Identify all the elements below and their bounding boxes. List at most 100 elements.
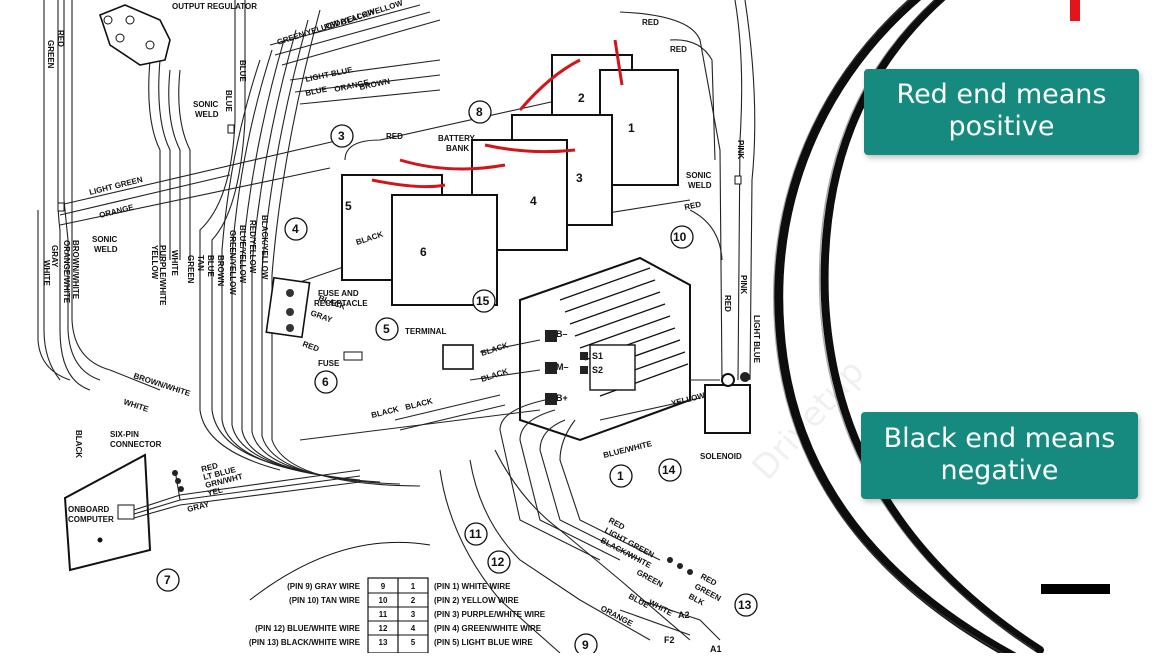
pin-table-b-2: 3 xyxy=(411,610,416,619)
pin-table-right-3: (PIN 4) GREEN/WHITE WIRE xyxy=(434,624,542,633)
callout-7: 7 xyxy=(164,573,171,587)
wire-label-pink: PINK xyxy=(736,140,745,159)
callout-5: 5 xyxy=(383,322,390,336)
battery-number-1: 1 xyxy=(628,121,635,135)
left-wire-bundle xyxy=(37,0,161,391)
callout-9: 9 xyxy=(582,638,589,652)
six-pin-label-line2: CONNECTOR xyxy=(110,440,162,449)
controller-wires xyxy=(299,339,720,654)
wire-label-green-mid: GREEN xyxy=(186,255,195,284)
sonic-weld-left-line1: SONIC xyxy=(92,235,118,244)
callout-12: 12 xyxy=(491,555,505,569)
sonic-weld-right-line2: WELD xyxy=(688,181,712,190)
callout-15: 15 xyxy=(476,294,490,308)
wire-label-red-top: RED xyxy=(386,132,403,141)
onboard-computer: SIX-PIN CONNECTOR ONBOARD COMPUTER xyxy=(63,430,361,572)
pin-table-left-4: (PIN 13) BLACK/WHITE WIRE xyxy=(249,638,361,647)
terminal-s2: S2 xyxy=(592,365,603,375)
sonic-weld-labels: SONIC WELD SONIC WELD SONIC WELD xyxy=(57,100,742,254)
wire-label-blue-top: BLUE xyxy=(238,60,247,82)
wire-label-blue-bottom: BLUE xyxy=(627,592,651,610)
wire-label-green-bottom: GREEN xyxy=(635,568,665,589)
wire-label-green-yellow-2: GREEN/YELLOW xyxy=(228,230,237,295)
wire-label-gray-six: GRAY xyxy=(186,500,211,514)
callout-negative: Black end means negative xyxy=(861,412,1138,499)
wire-label-blue-mid: BLUE xyxy=(206,255,215,277)
wire-label-black-yellow-2: BLACK/YELLOW xyxy=(260,215,269,280)
terminal-label: TERMINAL xyxy=(405,327,446,336)
pin-table-a-4: 13 xyxy=(379,638,388,647)
sonic-weld-top-line2: WELD xyxy=(195,110,219,119)
callout-10: 10 xyxy=(673,230,687,244)
pin-table-a-0: 9 xyxy=(381,582,386,591)
wire-label-black-left: BLACK xyxy=(74,430,83,458)
callout-11: 11 xyxy=(469,527,482,541)
fuse-receptacle-label-line1: FUSE AND xyxy=(318,289,359,298)
wire-label-green-left: GREEN xyxy=(46,40,55,69)
terminal: TERMINAL xyxy=(405,327,474,370)
wire-label-red-left: RED xyxy=(56,30,65,47)
wire-label-white-mid: WHITE xyxy=(170,250,179,276)
pin-table-b-1: 2 xyxy=(411,596,416,605)
minus-mark xyxy=(1041,584,1110,594)
pin-table-b-3: 4 xyxy=(411,624,416,633)
pin-table-left-3: (PIN 12) BLUE/WHITE WIRE xyxy=(255,624,361,633)
callout-14: 14 xyxy=(662,463,676,477)
fuse-and-receptacle: FUSE AND RECEPTACLE xyxy=(265,276,368,339)
wire-label-black-yellow: BLACK/YELLOW xyxy=(340,0,404,27)
wire-label-orange-white: ORANGE/WHITE xyxy=(62,240,71,304)
wire-label-gray-fuse: GRAY xyxy=(309,308,334,324)
wire-label-blue-2: BLUE xyxy=(224,90,233,112)
output-regulator: OUTPUT REGULATOR xyxy=(99,2,257,66)
wire-label-black-2: BLACK xyxy=(480,367,510,384)
solenoid: SOLENOID xyxy=(700,372,751,461)
wire-label-white-2: WHITE xyxy=(122,397,150,414)
callout-positive-text: Red end means positive xyxy=(896,79,1107,142)
wire-label-blue-white: BLUE/WHITE xyxy=(602,439,653,460)
wire-label-red-topright: RED xyxy=(642,18,659,27)
callout-positive: Red end means positive xyxy=(864,69,1139,155)
wire-label-red-mid: RED xyxy=(684,200,703,212)
battery-bank: 1 2 3 4 5 6 BATTERY BANK xyxy=(341,39,679,306)
wire-label-black-3: BLACK xyxy=(370,404,400,420)
wire-label-white-left: WHITE xyxy=(42,260,51,286)
wire-label-gray: GRAY xyxy=(50,245,59,268)
terminal-b-plus: B+ xyxy=(556,393,568,403)
callout-6: 6 xyxy=(322,375,329,389)
pin-table-a-2: 11 xyxy=(379,610,388,619)
sonic-weld-right-line1: SONIC xyxy=(686,171,712,180)
fuse-receptacle-label-line2: RECEPTACLE xyxy=(314,299,368,308)
battery-bank-label-line1: BATTERY xyxy=(438,134,476,143)
callout-negative-text: Black end means negative xyxy=(883,423,1116,486)
fuse: FUSE xyxy=(318,351,363,368)
wire-label-black-terminal: BLACK xyxy=(480,341,510,358)
terminal-s1: S1 xyxy=(592,351,603,361)
terminal-f2: F2 xyxy=(664,635,675,645)
wire-label-brown-white: BROWN/WHITE xyxy=(71,240,80,300)
wire-label-blue-3: BLUE xyxy=(305,84,329,97)
pin-table-b-4: 5 xyxy=(411,638,416,647)
battery-number-3: 3 xyxy=(576,171,583,185)
pin-table-b-0: 1 xyxy=(411,582,416,591)
pin-table-right-4: (PIN 5) LIGHT BLUE WIRE xyxy=(434,638,533,647)
center-wire-bundle xyxy=(148,0,421,487)
fuse-label: FUSE xyxy=(318,359,340,368)
callout-4: 4 xyxy=(292,222,299,236)
wire-label-red-right2: RED xyxy=(723,295,732,312)
battery-6 xyxy=(391,194,498,306)
wire-label-purple-white: PURPLE/WHITE xyxy=(158,245,167,306)
battery-number-5: 5 xyxy=(345,199,352,213)
output-regulator-label: OUTPUT REGULATOR xyxy=(172,2,257,11)
pin-table-right-1: (PIN 2) YELLOW WIRE xyxy=(434,596,519,605)
red-positive-mark xyxy=(1070,0,1080,21)
wire-label-yel-six: YEL xyxy=(206,485,223,498)
solenoid-label: SOLENOID xyxy=(700,452,742,461)
terminal-a2: A2 xyxy=(678,610,690,620)
pin-table-a-3: 12 xyxy=(379,624,388,633)
battery-number-2: 2 xyxy=(578,91,585,105)
pin-table-right-2: (PIN 3) PURPLE/WHITE WIRE xyxy=(434,610,546,619)
wire-label-blue-yellow: BLUE/YELLOW xyxy=(238,225,247,284)
wire-label-black-4: BLACK xyxy=(404,396,434,412)
